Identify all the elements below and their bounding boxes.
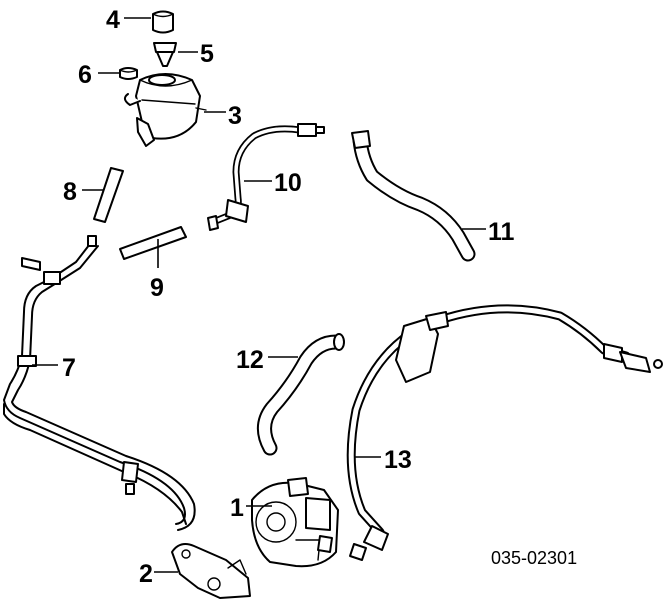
callout-label-5: 5	[200, 40, 214, 68]
part-3-reservoir	[124, 73, 207, 147]
callout-label-6: 6	[78, 61, 92, 89]
part-11-hose	[351, 130, 476, 262]
part-6-seal	[119, 67, 138, 80]
part-2-bracket	[171, 543, 251, 599]
part-13-pressure-hose	[346, 304, 663, 561]
part-5-strainer	[153, 42, 177, 67]
diagram-code: 035-02301	[491, 548, 577, 568]
callout-label-8: 8	[63, 178, 77, 206]
part-1-pump	[251, 477, 339, 568]
callout-label-2: 2	[139, 560, 153, 588]
callout-label-11: 11	[488, 218, 515, 246]
part-9-hose	[119, 226, 187, 260]
callout-label-12: 12	[236, 346, 264, 374]
part-4-cap	[152, 10, 174, 34]
callout-label-13: 13	[384, 446, 412, 474]
part-10-return-pipe	[207, 123, 325, 231]
callout-label-9: 9	[150, 274, 164, 302]
part-8-hose	[93, 167, 124, 223]
part-12-hose	[257, 333, 345, 456]
callout-label-1: 1	[230, 494, 244, 522]
part-7-cooler-pipe	[3, 235, 196, 531]
callout-label-4: 4	[106, 6, 120, 34]
callout-label-10: 10	[274, 169, 302, 197]
callout-label-7: 7	[62, 354, 76, 382]
callout-label-3: 3	[228, 102, 242, 130]
